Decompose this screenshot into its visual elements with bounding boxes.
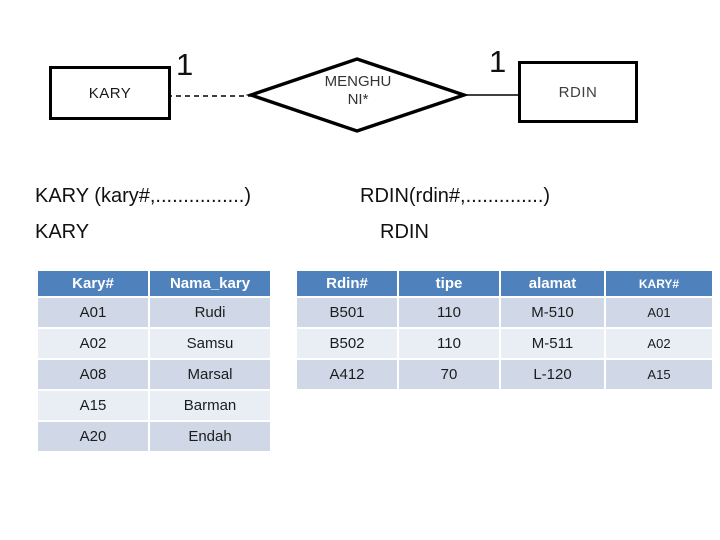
kary-header-row: Kary# Nama_kary (38, 271, 270, 296)
schema-kary-relation: KARY (kary#,................) (35, 185, 251, 207)
column-header-rdin-id: Rdin# (297, 271, 397, 296)
cardinality-right: 1 (489, 44, 507, 79)
entity-kary-label: KARY (88, 84, 132, 102)
entity-rdin-label: RDIN (558, 83, 598, 101)
entity-kary-box: KARY (49, 66, 171, 120)
table-row: A20 Endah (38, 422, 270, 451)
table-cell: B502 (297, 329, 397, 358)
relationship-diamond (245, 57, 470, 133)
table-row: A01 Rudi (38, 298, 270, 327)
table-cell: L-120 (501, 360, 604, 389)
rdin-header-row: Rdin# tipe alamat KARY# (297, 271, 712, 296)
table-cell: A01 (606, 298, 712, 327)
table-row: B501 110 M-510 A01 (297, 298, 712, 327)
table-cell: Samsu (150, 329, 270, 358)
table-row: A412 70 L-120 A15 (297, 360, 712, 389)
column-header-kary-id: Kary# (38, 271, 148, 296)
table-cell: 70 (399, 360, 499, 389)
table-cell: A20 (38, 422, 148, 451)
relationship-label-line1: MENGHU (324, 73, 392, 90)
relationship-label-line2: NI* (347, 91, 369, 108)
table-row: A02 Samsu (38, 329, 270, 358)
cardinality-left: 1 (176, 47, 194, 82)
table-cell: A412 (297, 360, 397, 389)
entity-rdin-box: RDIN (518, 61, 638, 123)
table-cell: A08 (38, 360, 148, 389)
column-header-kary-fk: KARY# (606, 271, 712, 296)
table-cell: Marsal (150, 360, 270, 389)
table-cell: B501 (297, 298, 397, 327)
table-row: A08 Marsal (38, 360, 270, 389)
rdin-table-title: RDIN (380, 221, 429, 243)
kary-table: Kary# Nama_kary A01 Rudi A02 Samsu A08 M… (36, 269, 272, 453)
column-header-alamat: alamat (501, 271, 604, 296)
column-header-tipe: tipe (399, 271, 499, 296)
table-cell: A15 (38, 391, 148, 420)
table-cell: M-510 (501, 298, 604, 327)
table-cell: A01 (38, 298, 148, 327)
table-cell: Endah (150, 422, 270, 451)
table-row: B502 110 M-511 A02 (297, 329, 712, 358)
table-cell: A15 (606, 360, 712, 389)
table-cell: 110 (399, 329, 499, 358)
table-row: A15 Barman (38, 391, 270, 420)
table-cell: A02 (38, 329, 148, 358)
table-cell: Rudi (150, 298, 270, 327)
relationship-label: MENGHU NI* (278, 73, 438, 109)
table-cell: M-511 (501, 329, 604, 358)
rdin-table: Rdin# tipe alamat KARY# B501 110 M-510 A… (295, 269, 714, 391)
table-cell: 110 (399, 298, 499, 327)
kary-table-title: KARY (35, 221, 90, 243)
table-cell: A02 (606, 329, 712, 358)
table-cell: Barman (150, 391, 270, 420)
schema-rdin-relation: RDIN(rdin#,..............) (360, 185, 551, 207)
column-header-nama-kary: Nama_kary (150, 271, 270, 296)
er-diagram-shapes (167, 57, 519, 133)
